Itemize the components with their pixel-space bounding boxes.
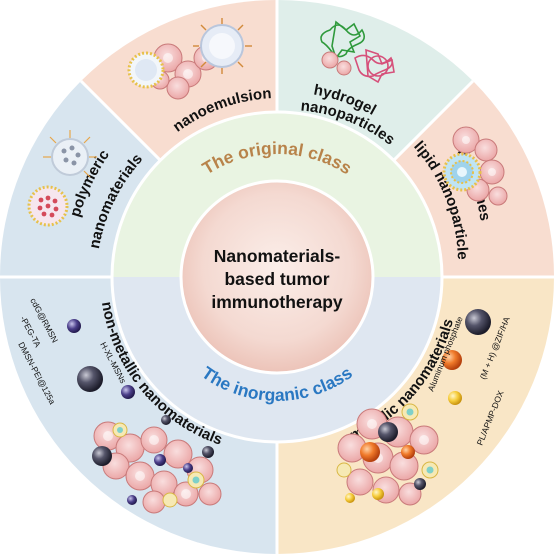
pl-apmp-dox-particle xyxy=(448,391,462,405)
nanoemulsion-illustration xyxy=(127,18,252,100)
nanoemulsion-droplet-right xyxy=(193,18,252,74)
nanoemulsion-droplet-left xyxy=(127,51,165,89)
non-metallic-illustration xyxy=(92,415,222,514)
cdg-rmsn-particle xyxy=(67,319,81,333)
metallic-illustration xyxy=(336,403,439,506)
center-title-line2: based tumor xyxy=(224,269,329,289)
center-circle xyxy=(179,179,375,375)
aluminum-phosphate-particle xyxy=(442,350,462,370)
center-title-line3: immunotherapy xyxy=(211,292,343,312)
hydrogel-illustration xyxy=(320,20,395,84)
h-xl-msns-particle xyxy=(121,385,135,399)
polymeric-illustration xyxy=(27,130,97,227)
liposomes-illustration xyxy=(442,126,508,206)
center-title-line1: Nanomaterials- xyxy=(214,246,341,266)
zif-ha-particle xyxy=(465,309,491,335)
dmsn-pei-particle xyxy=(77,366,103,392)
